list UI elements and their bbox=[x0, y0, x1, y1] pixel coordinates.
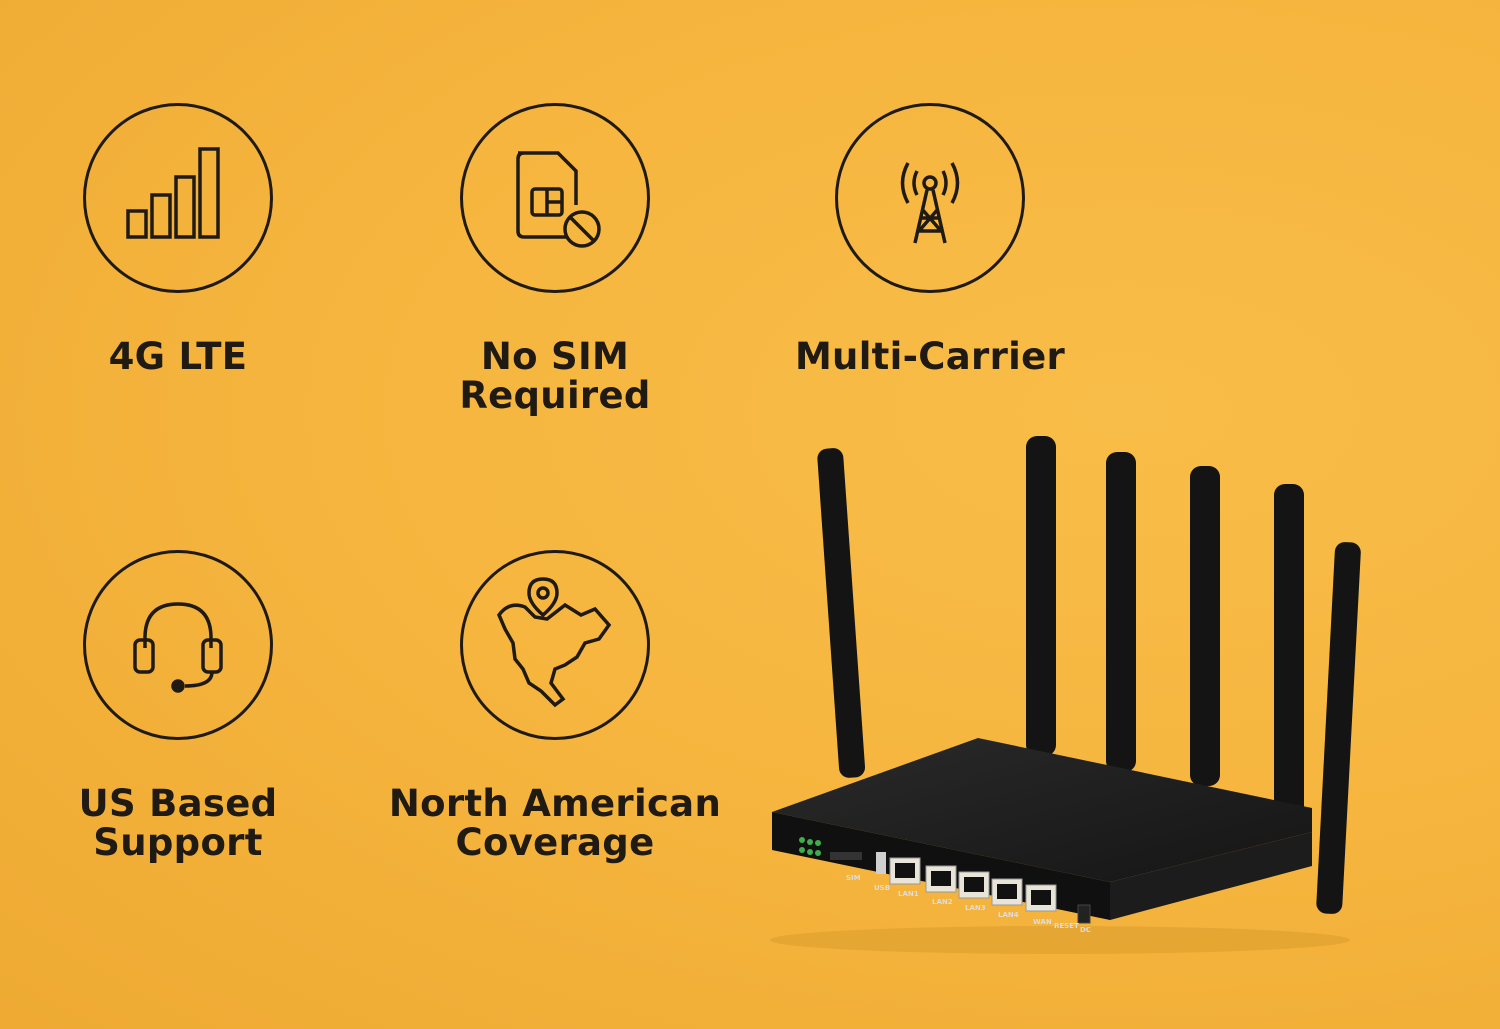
feature-label: 4G LTE bbox=[108, 335, 248, 378]
feature-icon-circle bbox=[83, 103, 273, 293]
feature-4g-lte: 4G LTE bbox=[0, 103, 358, 376]
port-label: RESET bbox=[1054, 922, 1079, 930]
antenna bbox=[1106, 452, 1136, 772]
feature-label: Multi-Carrier bbox=[794, 335, 1066, 378]
feature-icon-circle bbox=[460, 103, 650, 293]
router-side bbox=[1110, 832, 1312, 920]
feature-icon-circle bbox=[835, 103, 1025, 293]
usb-port bbox=[876, 852, 886, 874]
port-label: USB bbox=[874, 884, 890, 892]
port-label: WAN bbox=[1033, 918, 1052, 926]
feature-icon-circle bbox=[460, 550, 650, 740]
router-shadow bbox=[770, 926, 1350, 954]
antenna bbox=[1316, 542, 1361, 914]
port-label: SIM bbox=[846, 874, 861, 882]
port-label: LAN1 bbox=[898, 890, 919, 898]
north-america-map-pin-icon bbox=[497, 577, 612, 708]
sim-slot bbox=[830, 852, 862, 860]
status-leds bbox=[799, 837, 821, 856]
router-top bbox=[772, 738, 1312, 882]
feature-label-line: US Based bbox=[78, 782, 278, 825]
no-sim-icon bbox=[516, 151, 601, 248]
dc-jack bbox=[1077, 904, 1091, 924]
feature-label-line: Support bbox=[93, 821, 263, 864]
antenna bbox=[1026, 436, 1056, 756]
feature-icon-circle bbox=[83, 550, 273, 740]
antenna bbox=[1190, 466, 1220, 786]
cell-tower-icon bbox=[900, 162, 960, 244]
antenna bbox=[817, 448, 866, 778]
feature-label-line: No SIM bbox=[480, 335, 630, 378]
port-label: LAN2 bbox=[932, 898, 953, 906]
feature-label-line: Coverage bbox=[455, 821, 655, 864]
feature-label-line: Required bbox=[459, 374, 651, 417]
signal-bars-icon bbox=[126, 147, 220, 239]
feature-label-line: North American bbox=[388, 782, 722, 825]
headset-icon bbox=[133, 602, 223, 693]
port-label: LAN3 bbox=[965, 904, 986, 912]
antenna bbox=[1274, 484, 1304, 824]
port-label: LAN4 bbox=[998, 911, 1019, 919]
router-product-image: SIM USB LAN1 LAN2 LAN3 LAN4 WAN RESET DC bbox=[770, 436, 1361, 954]
port-label: DC bbox=[1080, 926, 1091, 934]
feature-multi-carrier: Multi-Carrier bbox=[750, 103, 1110, 376]
antennas bbox=[817, 436, 1361, 914]
